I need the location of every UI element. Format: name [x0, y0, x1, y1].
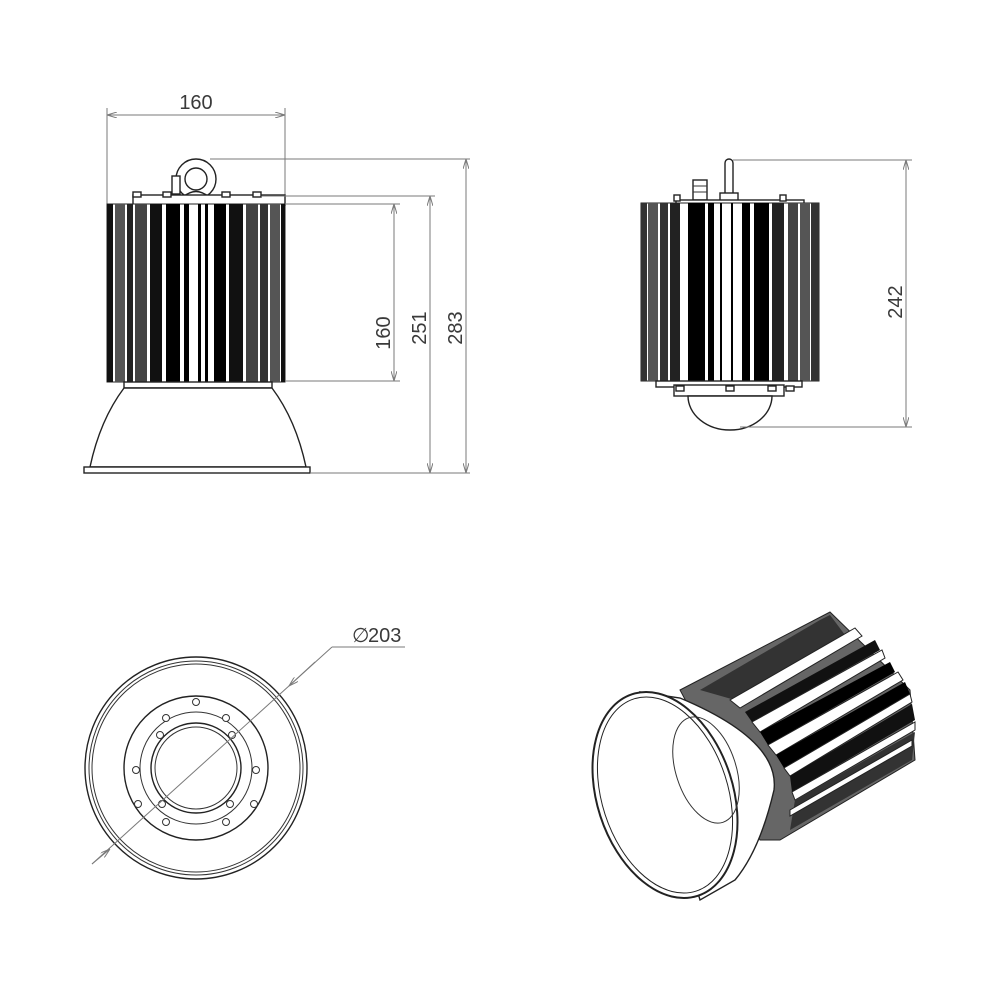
heatsink-fins: [106, 203, 286, 383]
front-view: 160: [83, 92, 470, 474]
overall-height-label: 283: [445, 311, 467, 344]
heatsink-fins-side: [640, 202, 820, 382]
diameter-symbol: ∅: [352, 625, 369, 647]
bottom-view: ∅ 203: [84, 625, 405, 880]
body-height-label: 251: [409, 311, 431, 344]
diameter-label: 203: [368, 625, 401, 647]
lens-dome: [687, 395, 773, 431]
side-height-label: 242: [885, 285, 907, 318]
reflector-cone: [89, 387, 307, 468]
mounting-screws: [132, 698, 260, 826]
side-view: 242: [640, 158, 912, 431]
cable-gland: [692, 179, 708, 201]
isometric-view: [591, 611, 916, 902]
iso-reflector-rim: [591, 691, 739, 899]
heatsink-height-label: 160: [373, 316, 395, 349]
width-dimension-label: 160: [179, 92, 212, 114]
